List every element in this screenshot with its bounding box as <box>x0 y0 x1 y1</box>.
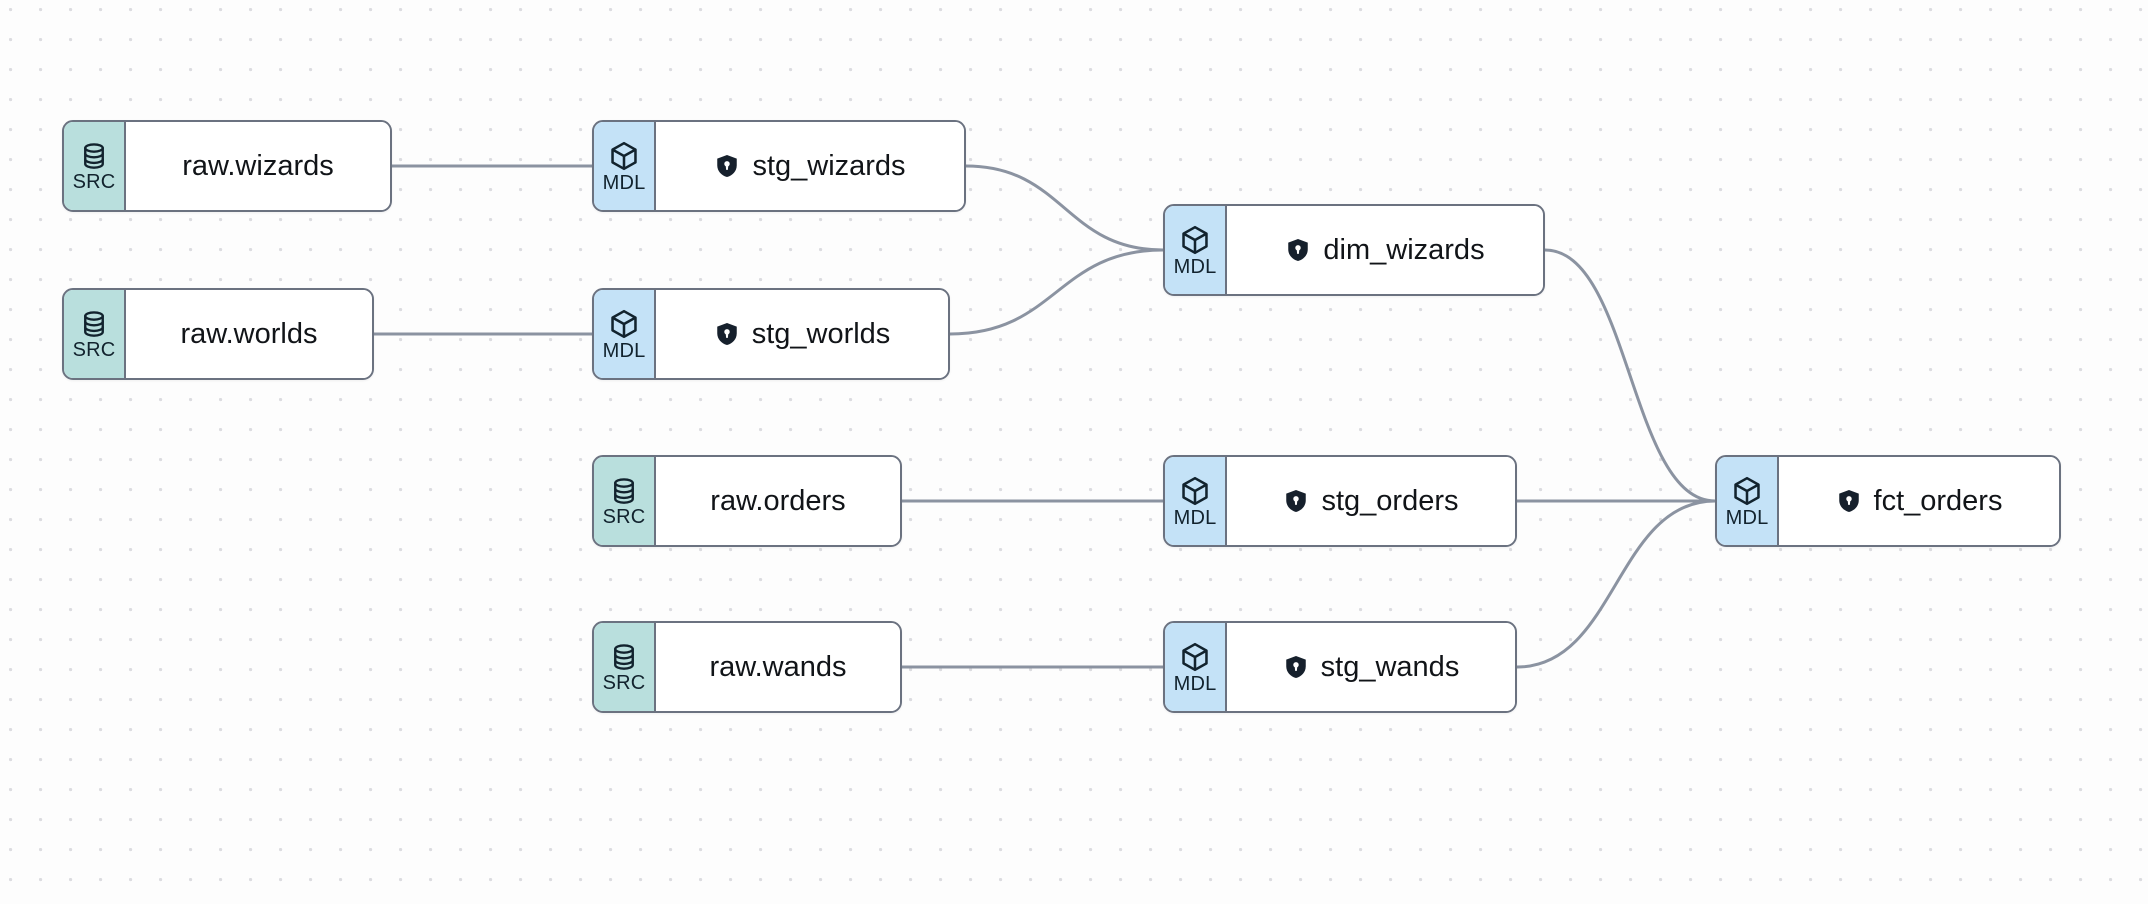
node-kind-badge-src: SRC <box>64 122 126 210</box>
lock-shield-icon <box>1285 237 1311 263</box>
node-kind-label: SRC <box>72 170 116 193</box>
node-kind-badge-mdl: MDL <box>1165 206 1227 294</box>
database-icon <box>79 309 109 339</box>
node-kind-label: MDL <box>602 171 646 194</box>
node-kind-badge-mdl: MDL <box>1717 457 1779 545</box>
node-body: stg_wands <box>1227 623 1515 711</box>
lock-shield-icon <box>1283 488 1309 514</box>
node-label: fct_orders <box>1873 484 2003 517</box>
node-label: stg_orders <box>1321 484 1459 517</box>
lock-shield-icon <box>1836 488 1862 514</box>
node-kind-label: MDL <box>1173 672 1217 695</box>
lineage-edge[interactable] <box>948 248 1165 336</box>
database-icon <box>609 476 639 506</box>
lineage-node-stg-worlds[interactable]: MDL stg_worlds <box>592 288 950 380</box>
node-kind-label: SRC <box>72 338 116 361</box>
node-label: stg_wands <box>1320 650 1460 683</box>
node-kind-badge-mdl: MDL <box>1165 623 1227 711</box>
node-body: raw.orders <box>656 457 900 545</box>
lineage-edge[interactable] <box>1543 248 1717 503</box>
lineage-node-fct-orders[interactable]: MDL fct_orders <box>1715 455 2061 547</box>
node-body: raw.wands <box>656 623 900 711</box>
database-icon <box>79 141 109 171</box>
lineage-node-raw-wizards[interactable]: SRC raw.wizards <box>62 120 392 212</box>
lineage-node-dim-wizards[interactable]: MDL dim_wizards <box>1163 204 1545 296</box>
lineage-node-raw-orders[interactable]: SRC raw.orders <box>592 455 902 547</box>
node-body: stg_orders <box>1227 457 1515 545</box>
lineage-node-stg-wizards[interactable]: MDL stg_wizards <box>592 120 966 212</box>
lineage-edge[interactable] <box>1515 499 1717 669</box>
node-kind-label: MDL <box>602 339 646 362</box>
node-kind-badge-mdl: MDL <box>594 122 656 210</box>
node-body: fct_orders <box>1779 457 2059 545</box>
node-kind-label: SRC <box>602 671 646 694</box>
lineage-node-raw-wands[interactable]: SRC raw.wands <box>592 621 902 713</box>
node-body: raw.worlds <box>126 290 372 378</box>
node-label: raw.wizards <box>182 149 334 182</box>
node-kind-label: MDL <box>1725 506 1769 529</box>
lock-shield-icon <box>1283 654 1309 680</box>
lineage-edge[interactable] <box>964 164 1165 252</box>
cube-icon <box>1179 475 1211 507</box>
node-body: dim_wizards <box>1227 206 1543 294</box>
node-body: stg_worlds <box>656 290 948 378</box>
node-kind-badge-mdl: MDL <box>1165 457 1227 545</box>
node-label: raw.worlds <box>180 317 318 350</box>
node-kind-badge-src: SRC <box>594 457 656 545</box>
lineage-node-stg-wands[interactable]: MDL stg_wands <box>1163 621 1517 713</box>
lineage-node-stg-orders[interactable]: MDL stg_orders <box>1163 455 1517 547</box>
cube-icon <box>1179 224 1211 256</box>
database-icon <box>609 642 639 672</box>
node-kind-label: MDL <box>1173 255 1217 278</box>
node-label: raw.orders <box>710 484 846 517</box>
lock-shield-icon <box>714 153 740 179</box>
cube-icon <box>1731 475 1763 507</box>
node-kind-badge-src: SRC <box>64 290 126 378</box>
node-label: stg_worlds <box>751 317 891 350</box>
cube-icon <box>608 140 640 172</box>
node-body: raw.wizards <box>126 122 390 210</box>
cube-icon <box>608 308 640 340</box>
node-label: raw.wands <box>709 650 847 683</box>
node-label: dim_wizards <box>1323 233 1485 266</box>
lock-shield-icon <box>714 321 740 347</box>
cube-icon <box>1179 641 1211 673</box>
node-body: stg_wizards <box>656 122 964 210</box>
node-kind-badge-src: SRC <box>594 623 656 711</box>
node-kind-label: SRC <box>602 505 646 528</box>
node-kind-badge-mdl: MDL <box>594 290 656 378</box>
node-kind-label: MDL <box>1173 506 1217 529</box>
lineage-node-raw-worlds[interactable]: SRC raw.worlds <box>62 288 374 380</box>
node-label: stg_wizards <box>752 149 906 182</box>
